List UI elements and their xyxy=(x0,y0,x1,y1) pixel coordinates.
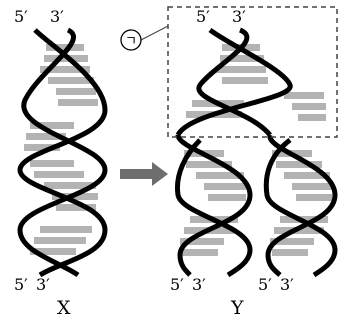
y-left-3prime: 3′ xyxy=(192,275,206,294)
x-bottom-5prime: 5′ xyxy=(14,275,28,294)
region-marker-circle xyxy=(120,29,142,51)
strand-y-right-1 xyxy=(265,134,338,277)
helix-y-upper: 5′ 3′ xyxy=(175,7,326,137)
arrow-icon xyxy=(120,162,168,186)
x-bottom-3prime: 3′ xyxy=(36,275,50,294)
x-caption: X xyxy=(57,297,71,319)
x-top-5prime: 5′ xyxy=(14,7,28,26)
x-top-3prime: 3′ xyxy=(50,7,64,26)
strand-y-left-1 xyxy=(175,134,253,277)
strand-y-left-2 xyxy=(174,138,253,278)
region-marker: ㄱ xyxy=(125,34,137,49)
helix-y-left: 5′ 3′ xyxy=(170,134,253,294)
y-left-5prime: 5′ xyxy=(170,275,184,294)
y-right-5prime: 5′ xyxy=(258,275,272,294)
strand-y-right-2 xyxy=(263,138,338,278)
region-box xyxy=(167,6,338,138)
strand-x-1 xyxy=(17,28,108,278)
y-top-5prime: 5′ xyxy=(196,7,210,26)
y-right-3prime: 3′ xyxy=(280,275,294,294)
helix-x: 5′ 3′ 5′ 3′ X xyxy=(14,7,108,319)
strand-x-2 xyxy=(17,27,108,278)
strand-y-2 xyxy=(196,27,272,137)
marker-leader-line xyxy=(140,25,169,41)
y-top-3prime: 3′ xyxy=(232,7,246,26)
y-caption: Y xyxy=(230,297,244,319)
helix-y-right: 5′ 3′ xyxy=(258,134,338,294)
